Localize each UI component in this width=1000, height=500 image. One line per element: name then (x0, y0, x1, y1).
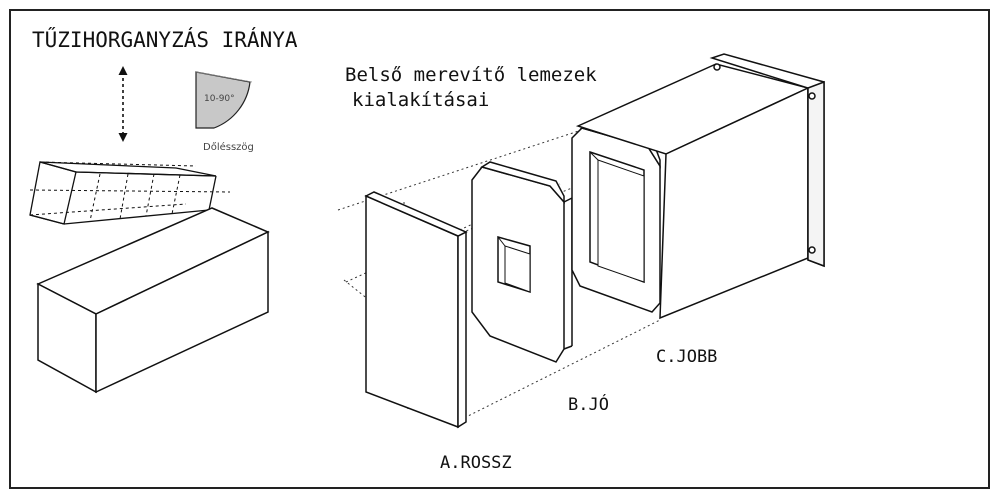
tilted-profile-dipping (29, 161, 231, 225)
hollow-section-tube (575, 53, 825, 320)
plate-c-jobb (571, 123, 661, 313)
angle-sector-icon: 10-90° (195, 71, 253, 129)
solid-profile-box (36, 207, 270, 394)
plate-b-jo (471, 161, 573, 363)
label-b-jo: B.JÓ (568, 393, 609, 415)
plate-a-rossz (364, 191, 468, 429)
angle-value: 10-90° (204, 94, 235, 104)
label-a-rossz: A.ROSSZ (440, 453, 512, 473)
angle-caption: Dőlésszög (203, 141, 254, 153)
section-title-line1: Belső merevítő lemezek (345, 64, 597, 86)
vertical-double-arrow-icon (118, 66, 128, 142)
section-title-line2: kialakításai (352, 89, 489, 111)
page-title: TŰZIHORGANYZÁS IRÁNYA (32, 27, 298, 52)
outer-border (9, 9, 990, 489)
label-c-jobb: C.JOBB (656, 347, 717, 367)
